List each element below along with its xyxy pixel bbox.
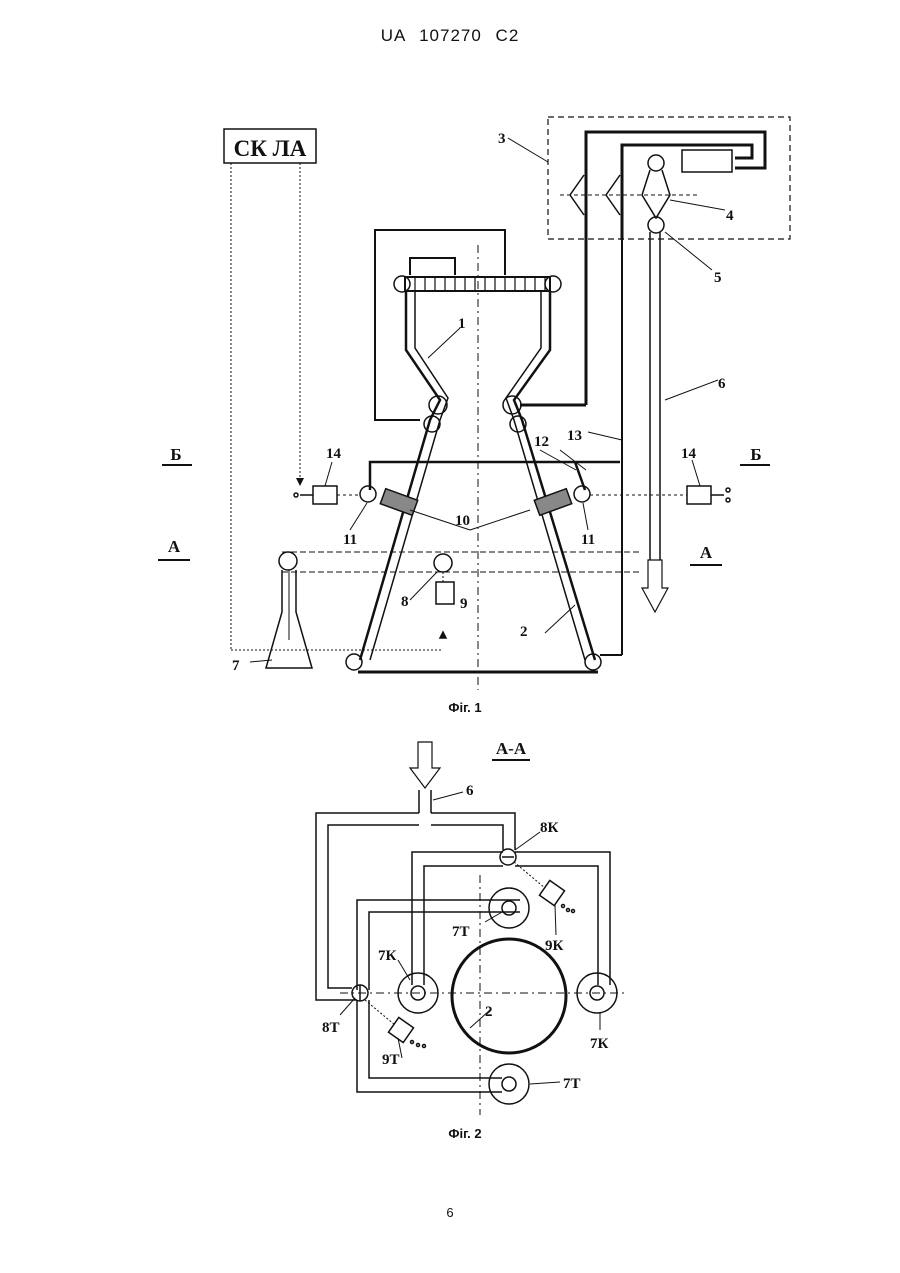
label-11-left: 11 (343, 532, 357, 548)
actuator-14-right (687, 486, 711, 504)
label-14-right: 14 (681, 446, 697, 462)
turbine-block (682, 150, 732, 172)
label-8: 8 (401, 594, 409, 610)
section-a-left: А (168, 537, 181, 556)
turbopump-unit-boundary (548, 117, 790, 239)
label-6: 6 (718, 376, 726, 392)
figure-1-caption: Фіг. 1 (0, 700, 900, 715)
label-9: 9 (460, 596, 468, 612)
actuator-14-left (313, 486, 337, 504)
label-3: 3 (498, 131, 506, 147)
control-system-label: СК ЛА (234, 136, 307, 161)
label-13: 13 (567, 428, 582, 444)
section-a-right: А (700, 543, 713, 562)
label-4: 4 (726, 208, 734, 224)
section-b-left: Б (170, 445, 181, 464)
pump-wheel (648, 155, 664, 171)
label-12: 12 (534, 434, 549, 450)
figure-2-caption: Фіг. 2 (0, 1126, 900, 1141)
label-10: 10 (455, 513, 470, 529)
section-b-right: Б (750, 445, 761, 464)
label-7: 7 (232, 658, 240, 674)
label-5: 5 (714, 270, 722, 286)
label-1: 1 (458, 316, 466, 332)
page-number: 6 (0, 1205, 900, 1220)
label-2: 2 (520, 624, 528, 640)
label-14-left: 14 (326, 446, 342, 462)
label-11-right: 11 (581, 532, 595, 548)
